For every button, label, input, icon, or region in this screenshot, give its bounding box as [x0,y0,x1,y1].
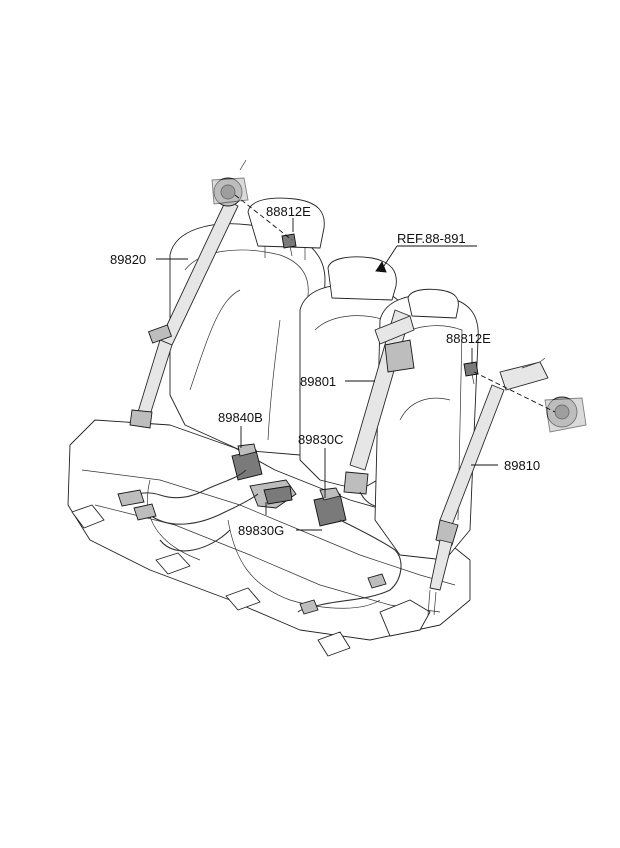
right-seat-belt-assembly [427,357,587,616]
label-upper-left-anchor-bolt: 88812E [266,204,311,219]
upper-left-anchor-bolt-part [281,233,297,257]
leader-reference [379,245,477,273]
center-seat-belt-assembly [343,309,415,507]
label-center-double-buckle: 89830G [238,523,284,538]
label-left-seat-belt: 89820 [110,252,146,267]
left-anchor-dashed-line [234,194,293,241]
seat-cushion [67,419,471,657]
reference-arrow [375,261,387,273]
leader-center-double-buckle [265,502,322,531]
right-anchor-dashed-line [473,371,556,413]
wiring-harness [117,469,402,615]
label-center-seat-belt: 89801 [300,374,336,389]
label-upper-right-anchor-bolt: 88812E [446,331,491,346]
center-double-buckle-part [249,479,297,509]
label-reference: REF.88-891 [397,231,466,246]
label-right-seat-belt: 89810 [504,458,540,473]
left-buckle-part [231,443,263,481]
label-center-buckle: 89830C [298,432,344,447]
label-left-buckle: 89840B [218,410,263,425]
left-seat-belt-assembly [129,159,249,429]
